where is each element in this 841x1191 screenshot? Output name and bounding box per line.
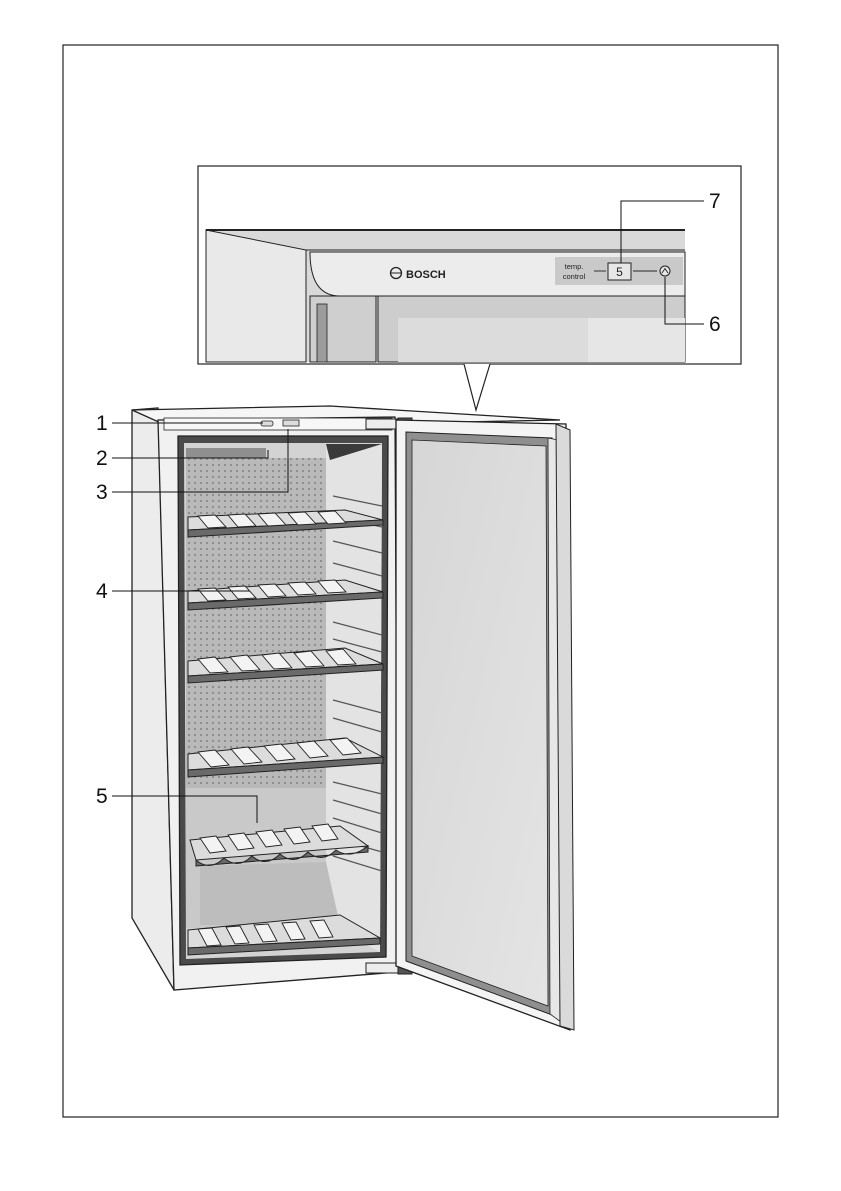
callout-number-7: 7: [709, 190, 721, 213]
callout-number-6: 6: [709, 313, 721, 336]
callout-number-2: 2: [96, 447, 108, 470]
callout-number-3: 3: [96, 481, 108, 504]
detail-pointer: [464, 364, 490, 410]
temperature-display-value: 5: [616, 265, 623, 279]
control-panel-detail: BOSCH temp. control 5: [198, 166, 741, 364]
temp-button-icon[interactable]: [660, 266, 670, 276]
glass-door[interactable]: [396, 420, 574, 1030]
wine-cooler: [132, 406, 574, 1030]
callout-number-1: 1: [96, 412, 108, 435]
callout-number-4: 4: [96, 580, 108, 603]
brand-name: BOSCH: [406, 269, 446, 281]
temp-control-label-line2: control: [563, 272, 586, 281]
callout-number-5: 5: [96, 785, 108, 808]
temp-control-label-line1: temp.: [565, 262, 584, 271]
